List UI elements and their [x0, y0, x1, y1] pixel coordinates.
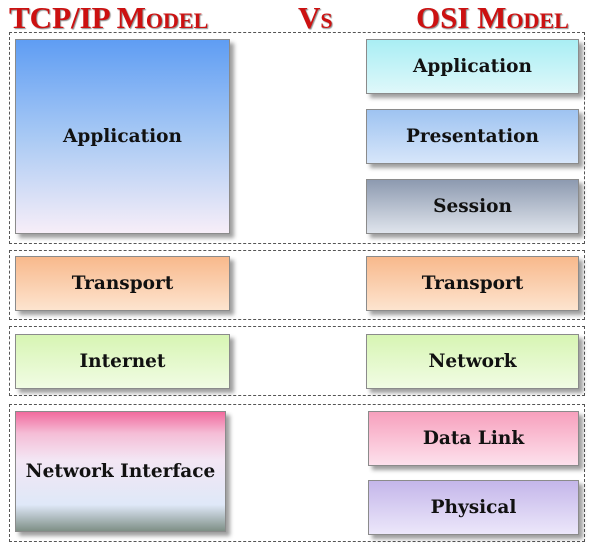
osi-data-link-label: Data Link: [422, 428, 525, 449]
osi-physical-label: Physical: [430, 497, 517, 518]
osi-session-layer: Session: [366, 179, 579, 234]
osi-network-layer: Network: [366, 334, 579, 389]
application-layer-group: [9, 32, 585, 244]
vs-label: Vs: [298, 0, 333, 35]
osi-transport-layer: Transport: [366, 256, 579, 311]
tcp-transport-label: Transport: [71, 273, 174, 294]
osi-application-layer: Application: [366, 39, 579, 94]
transport-layer-group: [9, 250, 585, 320]
osi-application-label: Application: [413, 56, 532, 77]
osi-physical-layer: Physical: [368, 480, 579, 535]
tcp-application-layer: Application: [15, 39, 230, 234]
tcp-ip-title: TCP/IP Model: [9, 0, 209, 35]
network-interface-group: [9, 404, 585, 542]
osi-transport-label: Transport: [421, 273, 524, 294]
internet-layer-group: [9, 326, 585, 396]
tcp-internet-label: Internet: [79, 351, 166, 372]
tcp-network-interface-layer: Network Interface: [15, 411, 226, 532]
osi-network-label: Network: [428, 351, 517, 372]
tcp-internet-layer: Internet: [15, 334, 230, 389]
osi-presentation-label: Presentation: [406, 126, 539, 147]
tcp-application-label: Application: [63, 126, 182, 147]
tcp-network-interface-label: Network Interface: [25, 461, 216, 482]
tcp-transport-layer: Transport: [15, 256, 230, 311]
osi-session-label: Session: [433, 196, 512, 217]
osi-data-link-layer: Data Link: [368, 411, 579, 466]
osi-title: OSI Model: [416, 0, 569, 35]
osi-presentation-layer: Presentation: [366, 109, 579, 164]
